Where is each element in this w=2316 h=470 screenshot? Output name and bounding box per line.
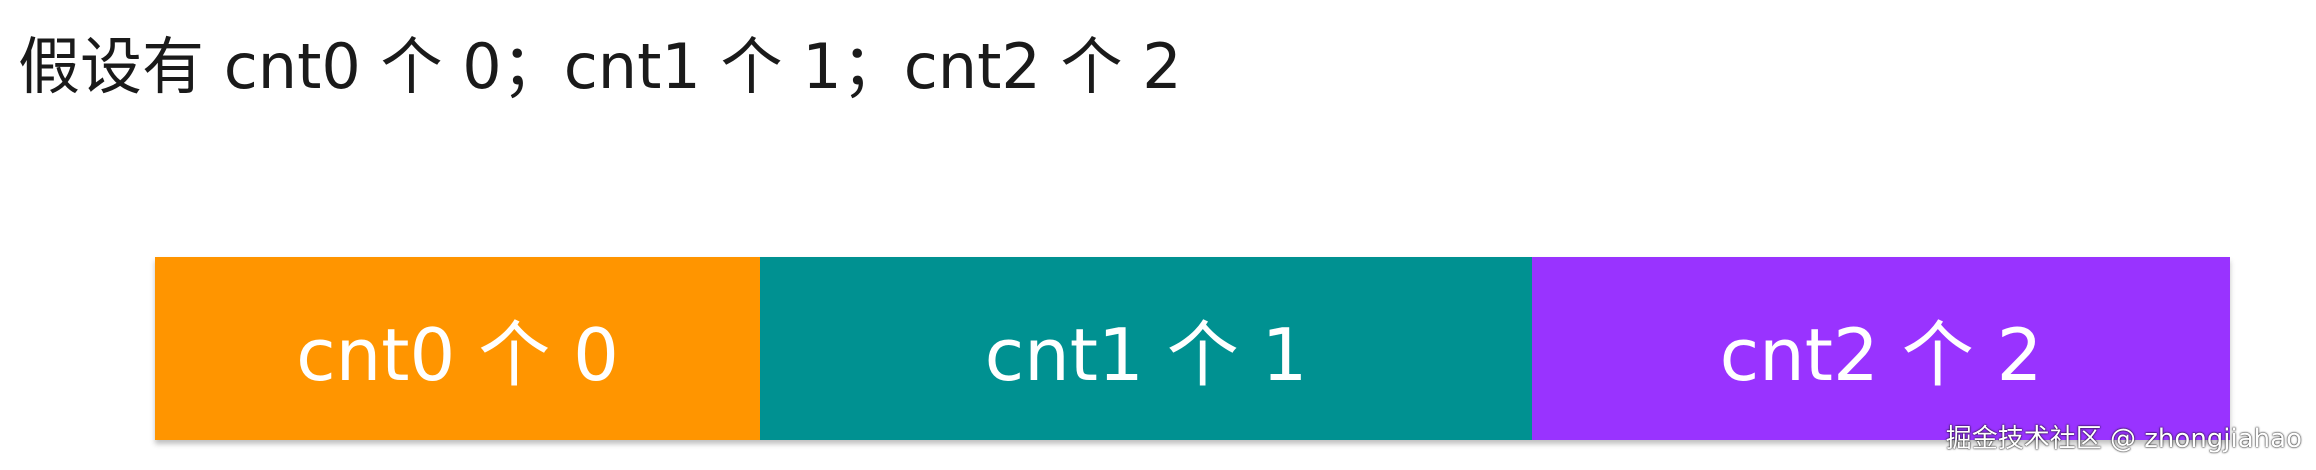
segment-cnt2-label: cnt2 个 2 (1719, 313, 2043, 397)
segment-bar: cnt0 个 0 cnt1 个 1 cnt2 个 2 (155, 257, 2230, 440)
watermark: 掘金技术社区 @ zhongjiahao (1945, 424, 2302, 454)
diagram-heading: 假设有 cnt0 个 0；cnt1 个 1；cnt2 个 2 (18, 30, 1182, 103)
segment-cnt1: cnt1 个 1 (760, 257, 1532, 440)
segment-cnt0-label: cnt0 个 0 (296, 313, 619, 397)
segment-cnt2: cnt2 个 2 (1532, 257, 2230, 440)
segment-cnt1-label: cnt1 个 1 (984, 313, 1308, 397)
segment-cnt0: cnt0 个 0 (155, 257, 760, 440)
